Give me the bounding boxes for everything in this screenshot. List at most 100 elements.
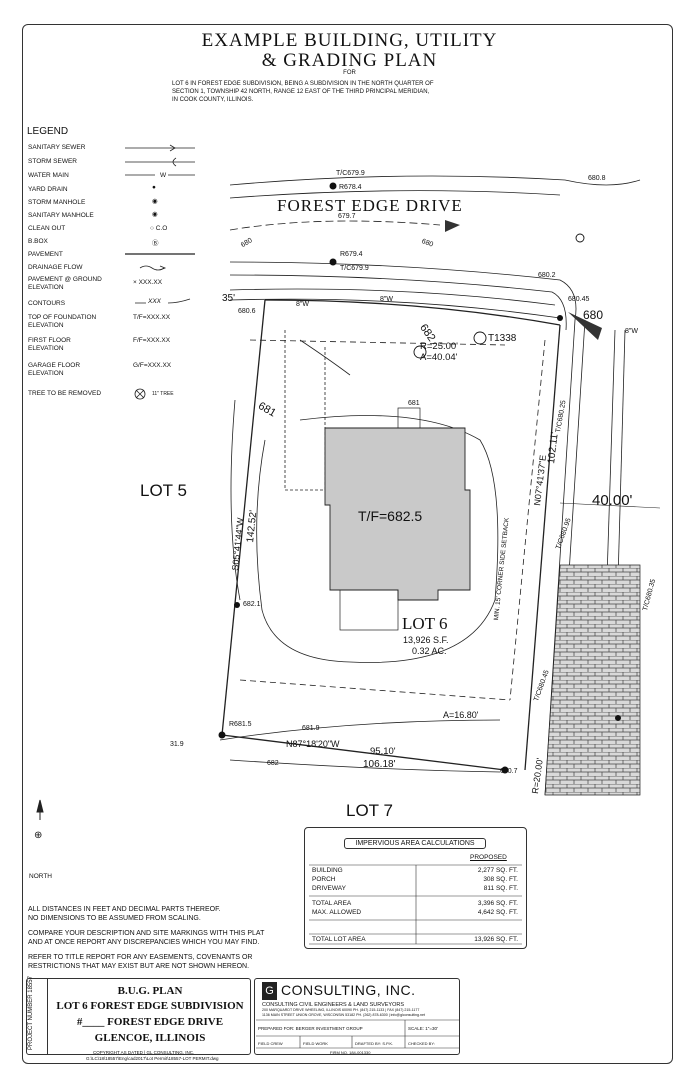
- elev-680-2: 680.2: [538, 272, 556, 279]
- arc-length: A=16.80': [443, 710, 479, 720]
- firm-sub: CONSULTING CIVIL ENGINEERS & LAND SURVEY…: [262, 1002, 405, 1008]
- elev-681: 681: [408, 400, 420, 407]
- lot6-area-sf: 13,926 S.F.: [403, 635, 449, 645]
- legend-symbol-tof: T/F=XXX.XX: [133, 314, 171, 321]
- elev-679-7: 679.7: [338, 213, 356, 220]
- firm-logo-icon: G: [262, 982, 277, 1000]
- elev-r679-4: R679.4: [340, 251, 363, 258]
- legend-label-yard-drain: YARD DRAIN: [28, 186, 68, 193]
- lot5-label: LOT 5: [140, 481, 187, 500]
- lot6-label: LOT 6: [402, 614, 448, 633]
- elev-680-8: 680.8: [588, 175, 606, 182]
- legend-label-clean-out: CLEAN OUT: [28, 225, 66, 232]
- legal-description: LOT 6 IN FOREST EDGE SUBDIVISION, BEING …: [172, 81, 434, 103]
- legend-label-pavement: PAVEMENT: [28, 251, 63, 258]
- lot6-area-ac: 0.32 AC.: [412, 646, 447, 656]
- elev-682: 682: [267, 760, 279, 767]
- legend-symbol-pavement-ground: × XXX.XX: [133, 279, 163, 286]
- sheet-border: [22, 24, 673, 1064]
- yard-drain-icon: ●: [152, 184, 156, 191]
- legend-label-storm-sewer: STORM SEWER: [28, 158, 77, 165]
- north-label: NORTH: [29, 873, 52, 880]
- legend-label-contours: CONTOURS: [28, 300, 66, 307]
- legend-symbol-water: W: [160, 172, 167, 179]
- elev-682-1: 682.1: [243, 601, 261, 608]
- tb-line1: B.U.G. PLAN: [117, 985, 183, 997]
- south-length-1: 95.10': [370, 746, 396, 757]
- impervious-table: [304, 827, 527, 949]
- plan-title-line1: EXAMPLE BUILDING, UTILITY: [201, 30, 498, 51]
- plan-title-line2: & GRADING PLAN: [261, 50, 438, 71]
- elev-31-9: 31.9: [170, 741, 184, 748]
- legend-label-tof: TOP OF FOUNDATION ELEVATION: [28, 314, 97, 329]
- legend-label-sanitary-manhole: SANITARY MANHOLE: [28, 212, 94, 219]
- plan-title-for: FOR: [343, 70, 356, 76]
- elev-680-7: 680.7: [500, 768, 518, 775]
- tb-line2: LOT 6 FOREST EDGE SUBDIVISION: [56, 1000, 244, 1012]
- legend-label-sanitary-sewer: SANITARY SEWER: [28, 144, 86, 151]
- firm-addr1: 200 MARQUARDT DRIVE WHEELING, ILLINOIS 6…: [262, 1008, 420, 1012]
- curve-radius: R=25.00': [420, 341, 458, 352]
- legend-label-pavement-ground: PAVEMENT @ GROUND ELEVATION: [28, 276, 102, 291]
- top-of-foundation: T/F=682.5: [358, 508, 423, 524]
- dim-35: 35': [222, 293, 236, 304]
- legend-label-water-main: WATER MAIN: [28, 172, 69, 179]
- legend-label-ff: FIRST FLOOR ELEVATION: [28, 337, 71, 352]
- tb-drafted: DRAFTED BY: S.P.K.: [355, 1041, 394, 1046]
- legend-label-storm-manhole: STORM MANHOLE: [28, 199, 86, 206]
- clean-out-icon: ○ C.O: [150, 225, 168, 232]
- title-block-left: [26, 978, 251, 1055]
- lot7-label: LOT 7: [346, 801, 393, 820]
- tb-checked: CHECKED BY:: [408, 1041, 435, 1046]
- impervious-title: IMPERVIOUS AREA CALCULATIONS: [344, 838, 486, 849]
- south-length-2: 106.18': [363, 759, 396, 770]
- tb-field-work: FIELD WORK: [303, 1041, 328, 1046]
- tb-scale: SCALE: 1"=30': [408, 1026, 438, 1031]
- legend-label-tree-removed: TREE TO BE REMOVED: [28, 390, 102, 397]
- note-3: REFER TO TITLE REPORT FOR ANY EASEMENTS,…: [28, 954, 253, 970]
- tb-prepared: PREPARED FOR: BERGER INVESTMENT GROUP: [258, 1026, 363, 1031]
- legend-symbol-tree: 11" TREE: [152, 391, 174, 397]
- north-arrow-icon: ⊕: [34, 830, 43, 841]
- elev-681-9: 681.9: [302, 725, 320, 732]
- title-block-right: [254, 978, 460, 1055]
- legend-symbol-gf: G/F=XXX.XX: [133, 362, 172, 369]
- street-name: FOREST EDGE DRIVE: [277, 196, 463, 215]
- dim-40: 40.00': [592, 492, 633, 509]
- tb-field-crew: FIELD CREW: [258, 1041, 283, 1046]
- curve-arc: A=40.04': [420, 352, 458, 363]
- south-bearing: N87°18'20"W: [286, 739, 340, 749]
- elev-r678-4: R678.4: [339, 184, 362, 191]
- note-2: COMPARE YOUR DESCRIPTION AND SITE MARKIN…: [28, 930, 265, 946]
- sanitary-manhole-icon: ◉: [152, 211, 158, 218]
- storm-manhole-icon: ◉: [152, 198, 158, 205]
- tb-line4: GLENCOE, ILLINOIS: [94, 1032, 206, 1044]
- legend-heading: LEGEND: [27, 126, 69, 137]
- legend-label-gf: GARAGE FLOOR ELEVATION: [28, 362, 81, 377]
- firm-addr2: 1136 MAIN STREET UNION GROVE, WISCONSIN …: [262, 1013, 426, 1017]
- legend-symbol-ff: F/F=XXX.XX: [133, 337, 171, 344]
- elev-tc-679-9-south: T/C679.9: [340, 265, 369, 272]
- elev-tc-679-9-north: T/C679.9: [336, 170, 365, 177]
- legend-label-drainage-flow: DRAINAGE FLOW: [28, 264, 83, 271]
- legend-label-bbox: B.BOX: [28, 238, 48, 245]
- bbox-icon: Ⓑ: [152, 240, 159, 247]
- impervious-col-header: PROPOSED: [470, 854, 507, 861]
- water-8in-a: 8"W: [296, 301, 309, 308]
- site-plan-drawing: [36, 175, 661, 820]
- contour-680-c: 680: [583, 308, 604, 322]
- elev-r681-5: R681.5: [229, 721, 252, 728]
- elev-680-45: 680.45: [568, 296, 590, 303]
- tb-path: G:\LC\18\18557\Eng\cad2017\Lot Permit\18…: [86, 1056, 219, 1061]
- tb-copyright: COPYRIGHT AS DATED | GL CONSULTING, INC.: [93, 1050, 195, 1055]
- legend-symbol-contours: XXX: [148, 298, 162, 305]
- firm-name: CONSULTING, INC.: [281, 982, 416, 998]
- water-8in-b: 8"W: [380, 296, 393, 303]
- elev-680-6: 680.6: [238, 308, 256, 315]
